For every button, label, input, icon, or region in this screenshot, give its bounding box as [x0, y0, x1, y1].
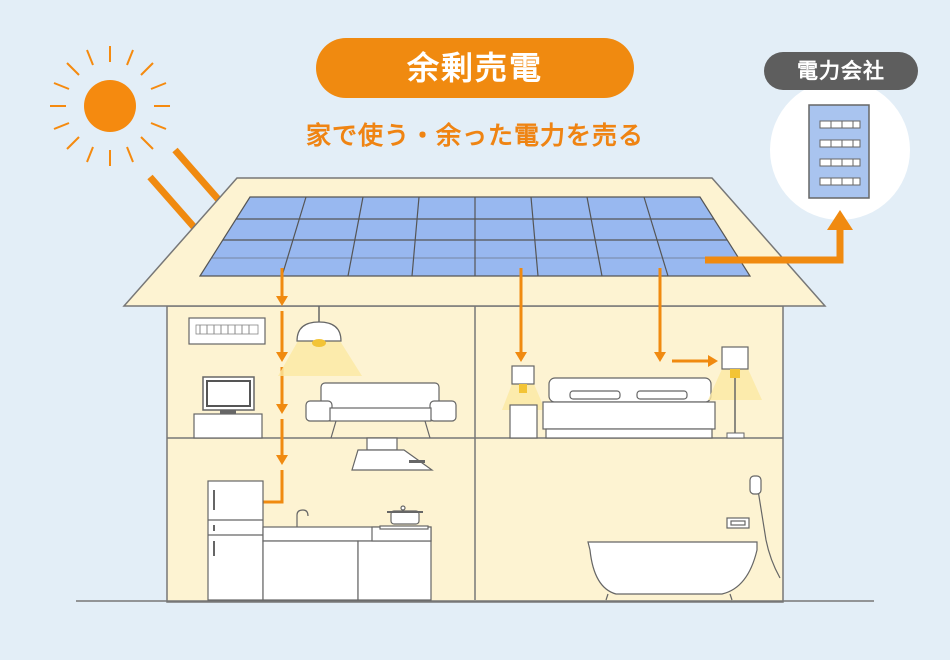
floor-lamp-icon: [708, 346, 762, 439]
air-conditioner-icon: [188, 317, 266, 345]
kitchen-icon: [262, 505, 432, 601]
sofa-icon: [305, 382, 457, 439]
solar-panel-icon: [198, 196, 752, 277]
subtitle: 家で使う・余った電力を売る: [305, 121, 644, 150]
title-badge: 余剰売電: [316, 38, 634, 98]
power-company-label: 電力会社: [764, 52, 918, 90]
ceiling-light-lower-icon: [351, 437, 434, 471]
ceiling-lamp-icon: [278, 306, 362, 376]
tv-icon: [193, 376, 263, 439]
bathtub-icon: [587, 475, 781, 601]
bedside-lamp-icon: [502, 365, 545, 439]
power-building-icon: [808, 104, 870, 199]
bed-icon: [542, 377, 716, 439]
refrigerator-icon: [207, 480, 264, 601]
sun-icon: [50, 46, 170, 166]
sell-arrow: [705, 210, 853, 264]
power-flow-arrows: [262, 268, 708, 504]
